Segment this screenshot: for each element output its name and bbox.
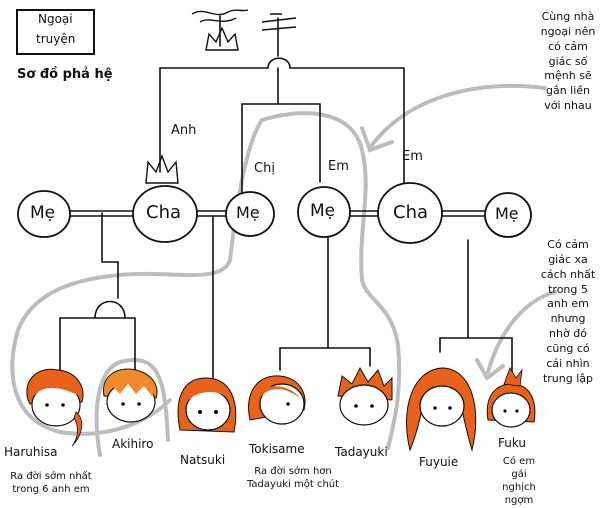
face-tadayuki [337,366,393,426]
relation-label-chi: Chị [254,161,275,176]
child-name-natsuki: Natsuki [180,453,226,467]
child-name-fuku: Fuku [498,436,527,450]
caption-tokisame: Ra đời sớm hơn Tadayuki một chút [246,466,340,490]
parent-label-3: Mẹ [236,203,260,222]
relation-label-anh: Anh [171,123,197,138]
parent-label-5: Cha [393,202,429,223]
parent-circle-5 [377,182,443,244]
title-box [16,9,95,55]
flag-wave-icon [191,9,249,23]
face-natsuki [177,377,237,433]
face-haruhisa [26,368,84,447]
arrow-top-head [360,126,394,153]
branch-toki-tada [279,235,371,371]
parent-circle-3 [225,191,275,237]
caption-haruhisa: Ra đời sớm nhất trong 6 anh em [10,471,92,495]
highlight-center-loop [260,111,402,450]
parent-label-2: Cha [146,202,182,223]
note-right-bottom: Có cảm giác xa cách nhất trong 5 anh em … [540,238,596,385]
face-tokisame [248,375,306,425]
parent-circle-1 [17,190,71,238]
marriage-1 [65,210,135,217]
branch-haruhisa-akihiro [59,212,136,373]
parent-circle-6 [484,192,532,238]
child-name-tokisame: Tokisame [249,442,305,456]
parent-circle-2 [132,185,198,243]
title-line-1: Ngoại [38,12,73,26]
child-name-fuyuie: Fuyuie [419,455,459,469]
parent-label-1: Mẹ [30,203,56,223]
parent-label-6: Mẹ [495,204,519,223]
tree-lines [59,15,513,381]
child-name-akihiro: Akihiro [112,437,154,451]
top-line [159,57,405,69]
flag-dashes-icon [261,13,297,31]
branch-fuyu-fuku [439,239,513,373]
relation-label-em-2: Em [402,149,423,164]
note-right-top: Cùng nhà ngoại nên có cảm giác số mệnh s… [540,10,596,113]
face-akihiro [103,368,158,423]
line-to-chi-em1 [241,67,321,193]
caption-fuku: Có em gái nghịch ngợm [502,456,536,506]
child-name-tadayuki: Tadayuki [335,445,388,459]
arrow-bottom-curve [486,290,557,374]
faces [26,366,536,452]
parent-label-4: Mẹ [310,201,336,221]
arrow-top-curve [370,84,547,147]
child-name-haruhisa: Haruhisa [4,445,58,459]
highlight-akihiro-loop [94,358,170,457]
crown-anh-icon [145,154,179,184]
parent-circles [17,182,532,244]
subtitle: Sơ đồ phả hệ [17,67,113,82]
parent-circle-4 [297,186,351,238]
face-fuyuie [406,367,477,452]
face-fuku [486,367,536,428]
marriage-2 [195,210,229,217]
title-line-2: truyện [36,32,76,46]
arrow-bottom-head [475,358,505,381]
relation-label-em-1: Em [328,159,349,174]
crown-top-icon [205,26,239,51]
crowns [145,9,297,184]
